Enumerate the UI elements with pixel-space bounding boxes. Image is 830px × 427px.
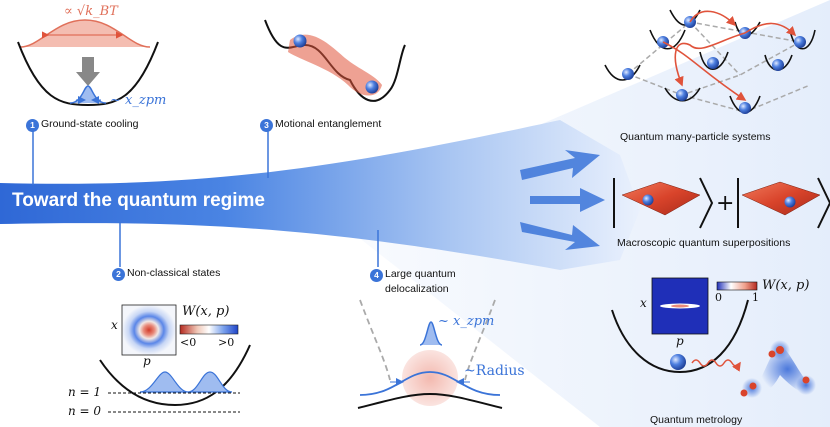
panel-motional-entanglement [264,19,406,102]
sensing-cluster [740,340,816,398]
label-radius: ~Radius [464,363,525,379]
particle-right [365,80,379,94]
particle-left [293,34,307,48]
label-x-axis-metro: x [640,296,647,310]
surface-left [621,181,701,216]
potential-well-1 [17,41,159,107]
page-title: Toward the quantum regime [12,190,266,211]
label-scale-min: 0 [715,291,722,304]
wigner-colorbar [179,324,239,335]
step-number-badge: 3 [260,119,273,132]
wigner-inset [121,304,177,356]
label-wigner: W(x, p) [182,304,230,319]
wide-potential [359,299,496,381]
panel-large-delocalization [357,299,503,409]
panel-metrology [611,277,816,398]
panel-ground-state-cooling [17,19,159,107]
zpm-peak [419,321,443,346]
potential-well-2 [99,344,251,407]
step-label: Ground-state cooling [41,118,139,130]
caption-metrology: Quantum metrology [650,414,743,426]
label-kbt: ∝ √k_BT [64,4,118,19]
label-xzpm-1: ~ x_zpm [110,93,167,108]
label-x-axis: x [111,318,118,332]
label-p-axis-metro: p [676,334,684,348]
label-wigner-pos: >0 [218,336,235,349]
beam-arrows [520,150,605,250]
panel-superpositions: + [613,177,830,229]
panel-many-particle [604,9,816,114]
label-xzpm-4: ~ x_zpm [438,314,495,329]
cooling-arrow [76,57,100,86]
caption-superpositions: Macroscopic quantum superpositions [617,237,791,249]
thermal-distribution [20,20,150,47]
label-scale-max: 1 [752,291,759,304]
metrology-well [611,299,749,374]
photon-wave [691,359,741,372]
step-number-badge: 2 [112,268,125,281]
fock-state-n1 [139,371,233,393]
entangled-cloud [288,34,382,96]
panel-non-classical-states [99,304,251,413]
svg-text:+: + [716,191,734,216]
connector-lines [32,126,379,267]
main-beam [0,120,640,270]
metrology-colorbar [716,281,758,291]
label-wigner-metro: W(x, p) [762,278,810,293]
step-number-badge: 4 [370,269,383,282]
label-wigner-neg: <0 [180,336,197,349]
caption-many-particle: Quantum many-particle systems [620,131,771,143]
step-label-line2: delocalization [385,283,449,295]
surface-right [741,181,821,216]
label-n1: n = 1 [68,385,102,399]
delocalized-wavepacket [359,371,501,396]
step-label: Motional entanglement [275,118,382,130]
step-number-badge: 1 [26,119,39,132]
label-p-axis: p [143,354,151,368]
particle-radius-blob [402,350,458,406]
step-label: Non-classical states [127,267,221,279]
step-label-line1: Large quantum [385,268,456,280]
label-n0: n = 0 [68,404,102,418]
